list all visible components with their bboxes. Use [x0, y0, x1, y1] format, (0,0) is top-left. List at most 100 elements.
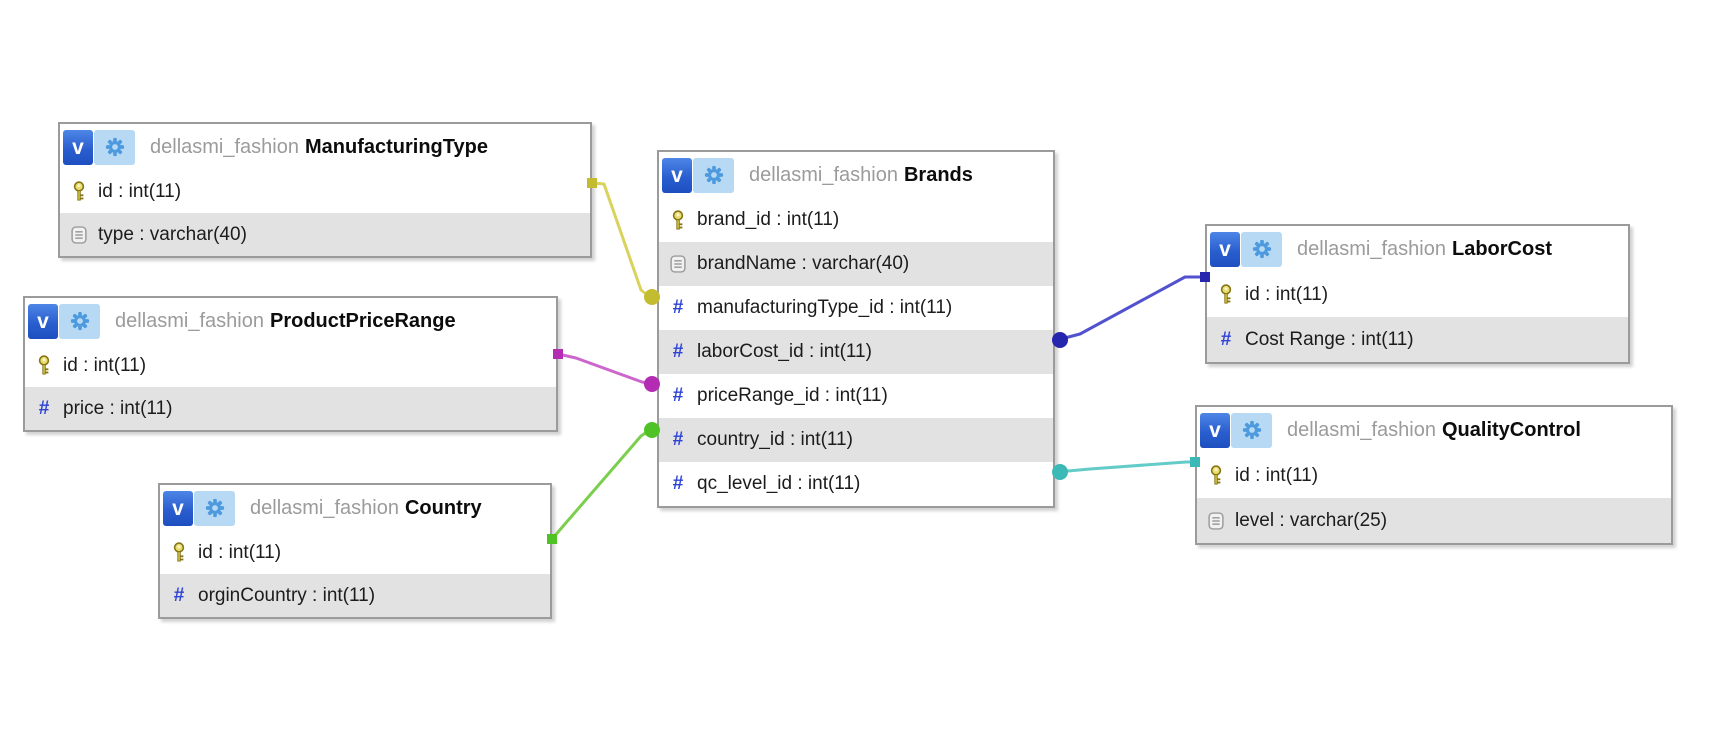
column-list: brand_id : int(11) brandName : varchar(4…: [659, 198, 1053, 506]
column-label: brand_id : int(11): [697, 209, 840, 230]
gear-icon: [70, 309, 90, 333]
gear-icon: [105, 135, 125, 159]
column-row: brand_id : int(11): [659, 198, 1053, 242]
column-row: id : int(11): [1197, 453, 1671, 498]
table-name: LaborCost: [1451, 237, 1552, 260]
column-label: id : int(11): [198, 541, 282, 563]
column-label: orginCountry : int(11): [198, 584, 376, 606]
gear-icon: [205, 496, 225, 520]
column-list: id : int(11) # Cost Range : int(11): [1207, 272, 1628, 362]
column-row: brandName : varchar(40): [659, 242, 1053, 286]
column-label: priceRange_id : int(11): [697, 385, 888, 406]
table-name: ProductPriceRange: [269, 309, 456, 332]
column-label: id : int(11): [98, 180, 182, 202]
table-options-button[interactable]: [59, 303, 100, 339]
gear-icon: [1252, 237, 1272, 261]
gear-icon: [704, 163, 724, 187]
column-label: Cost Range : int(11): [1245, 328, 1414, 350]
column-row: # Cost Range : int(11): [1207, 317, 1628, 362]
column-list: id : int(11) # orginCountry : int(11): [160, 531, 550, 617]
text-column-icon: [69, 225, 89, 244]
relation-brands-qualitycontrol[interactable]: [1056, 460, 1195, 474]
table-name: ManufacturingType: [304, 135, 488, 158]
column-label: country_id : int(11): [697, 429, 853, 450]
schema-name: dellasmi_fashion: [1297, 237, 1446, 260]
numeric-column-icon: #: [173, 584, 185, 606]
numeric-column-icon: #: [672, 473, 684, 494]
column-label: id : int(11): [1245, 283, 1329, 305]
column-label: brandName : varchar(40): [697, 253, 910, 274]
numeric-column-icon: #: [672, 385, 684, 406]
table-brands[interactable]: v dellasmi_fashion Brands brand_id : int…: [657, 150, 1055, 508]
table-name: QualityControl: [1441, 418, 1581, 441]
column-row: id : int(11): [1207, 272, 1628, 317]
numeric-column-icon: #: [1220, 328, 1232, 350]
column-row: # priceRange_id : int(11): [659, 374, 1053, 418]
schema-name: dellasmi_fashion: [150, 135, 299, 158]
view-badge[interactable]: v: [1200, 412, 1230, 448]
table-header[interactable]: v dellasmi_fashion QualityControl: [1197, 407, 1671, 453]
relation-country-brands[interactable]: [550, 428, 655, 540]
table-header[interactable]: v dellasmi_fashion LaborCost: [1207, 226, 1628, 272]
table-name: Country: [404, 496, 482, 519]
numeric-column-icon: #: [672, 297, 684, 318]
table-qualitycontrol[interactable]: v dellasmi_fashion QualityControl id : i…: [1195, 405, 1673, 545]
column-row: # orginCountry : int(11): [160, 574, 550, 617]
primary-key-icon: [69, 181, 89, 202]
schema-name: dellasmi_fashion: [115, 309, 264, 332]
text-column-icon: [1206, 511, 1226, 530]
column-label: manufacturingType_id : int(11): [697, 297, 953, 318]
table-header[interactable]: v dellasmi_fashion Country: [160, 485, 550, 531]
table-manufacturingtype[interactable]: v dellasmi_fashion ManufacturingType id …: [58, 122, 592, 258]
relation-brands-laborcost[interactable]: [1056, 275, 1205, 342]
table-country[interactable]: v dellasmi_fashion Country id : int(11) …: [158, 483, 552, 619]
relation-productpricerange-brands[interactable]: [557, 352, 656, 386]
text-column-icon: [668, 255, 688, 273]
table-header[interactable]: v dellasmi_fashion ManufacturingType: [60, 124, 590, 170]
column-row: # manufacturingType_id : int(11): [659, 286, 1053, 330]
column-label: laborCost_id : int(11): [697, 341, 872, 362]
column-row: # qc_level_id : int(11): [659, 462, 1053, 506]
column-list: id : int(11) level : varchar(25): [1197, 453, 1671, 543]
schema-name: dellasmi_fashion: [250, 496, 399, 519]
column-label: price : int(11): [63, 397, 173, 419]
column-label: qc_level_id : int(11): [697, 473, 861, 494]
table-name: Brands: [903, 163, 973, 186]
table-options-button[interactable]: [94, 129, 135, 165]
table-options-button[interactable]: [1231, 412, 1272, 448]
numeric-column-icon: #: [672, 429, 684, 450]
column-row: level : varchar(25): [1197, 498, 1671, 543]
view-badge[interactable]: v: [28, 303, 58, 339]
column-label: id : int(11): [63, 354, 147, 376]
primary-key-icon: [1206, 465, 1226, 486]
column-row: id : int(11): [60, 170, 590, 213]
primary-key-icon: [668, 209, 688, 231]
table-header[interactable]: v dellasmi_fashion Brands: [659, 152, 1053, 198]
primary-key-icon: [1216, 284, 1236, 305]
primary-key-icon: [34, 355, 54, 376]
column-label: level : varchar(25): [1235, 509, 1388, 531]
view-badge[interactable]: v: [163, 490, 193, 526]
table-options-button[interactable]: [693, 157, 734, 193]
table-laborcost[interactable]: v dellasmi_fashion LaborCost id : int(11…: [1205, 224, 1630, 364]
numeric-column-icon: #: [38, 397, 50, 419]
view-badge[interactable]: v: [1210, 231, 1240, 267]
column-row: type : varchar(40): [60, 213, 590, 256]
gear-icon: [1242, 418, 1262, 442]
numeric-column-icon: #: [672, 341, 684, 362]
view-badge[interactable]: v: [63, 129, 93, 165]
column-row: id : int(11): [25, 344, 556, 387]
table-options-button[interactable]: [1241, 231, 1282, 267]
column-row: id : int(11): [160, 531, 550, 574]
column-label: id : int(11): [1235, 464, 1319, 486]
column-list: id : int(11) # price : int(11): [25, 344, 556, 430]
table-productpricerange[interactable]: v dellasmi_fashion ProductPriceRange id …: [23, 296, 558, 432]
view-badge[interactable]: v: [662, 157, 692, 193]
table-options-button[interactable]: [194, 490, 235, 526]
column-row: # price : int(11): [25, 387, 556, 430]
column-row: # laborCost_id : int(11): [659, 330, 1053, 374]
relation-manufacturingtype-brands[interactable]: [591, 181, 655, 299]
schema-name: dellasmi_fashion: [1287, 418, 1436, 441]
table-header[interactable]: v dellasmi_fashion ProductPriceRange: [25, 298, 556, 344]
